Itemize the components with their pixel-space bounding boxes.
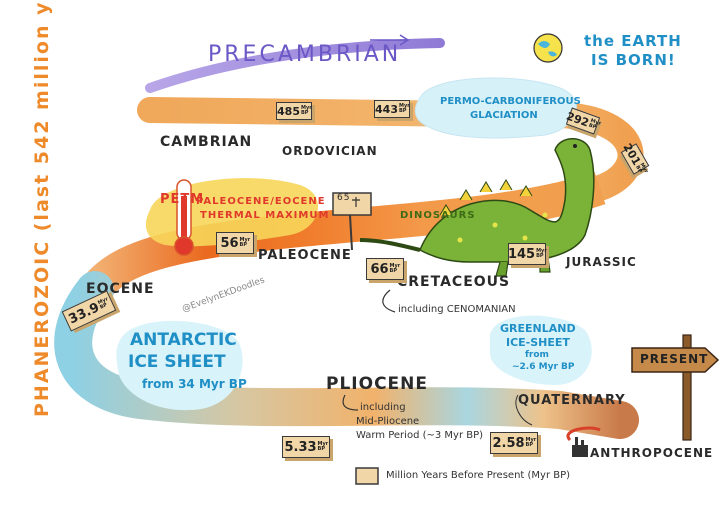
earth-illustration: [533, 33, 563, 63]
dinosaurs-label: DINOSAURS: [400, 210, 476, 221]
precambrian-band: [145, 38, 445, 93]
present-signpost: [631, 334, 720, 441]
precambrian-label: PRECAMBRIAN: [208, 42, 402, 67]
greenland-line2: ICE-SHEET: [506, 336, 570, 349]
factory-icon: [566, 426, 601, 457]
anthropocene-label: ANTHROPOCENE: [590, 446, 714, 460]
petm-line2: THERMAL MAXIMUM: [200, 210, 330, 221]
antarctic-line2: ICE SHEET: [128, 352, 226, 372]
earth-born-line1: the EARTH: [584, 32, 682, 50]
precambrian-arrow: [370, 34, 410, 46]
cretaceous-note: including CENOMANIAN: [398, 304, 516, 315]
pliocene-label: PLIOCENE: [326, 374, 428, 394]
paleocene-label: PALEOCENE: [258, 248, 352, 263]
legend-box-icon: [355, 467, 379, 485]
pliocene-note2: Mid-Pliocene: [356, 416, 420, 427]
legend-label: Million Years Before Present (Myr BP): [386, 470, 571, 481]
pliocene-arrow: [342, 394, 359, 411]
antarctic-line3: from 34 Myr BP: [142, 377, 247, 391]
present-sign-label: PRESENT: [640, 352, 709, 366]
sign-65-label: 65: [337, 193, 351, 203]
pliocene-note3: Warm Period (~3 Myr BP): [356, 430, 484, 441]
greenland-line4: ~2.6 Myr BP: [512, 362, 575, 372]
antarctic-blob: [116, 320, 243, 411]
phanerozoic-title: PHANEROZOIC (last 542 million years): [31, 0, 53, 417]
thermometer-icon: [174, 179, 194, 256]
glaciation-line2: GLACIATION: [470, 110, 538, 121]
greenland-line1: GREENLAND: [500, 322, 576, 335]
ordovician-label: ORDOVICIAN: [282, 144, 378, 158]
pliocene-note1: including: [360, 402, 406, 413]
greenland-line3: from: [525, 350, 549, 360]
jurassic-label: JURASSIC: [566, 255, 637, 269]
sign-65: [332, 192, 372, 251]
cretaceous-arrow: [382, 289, 396, 313]
glaciation-blob: [414, 77, 577, 139]
quaternary-label: QUATERNARY: [518, 393, 626, 408]
glaciation-line1: PERMO-CARBONIFEROUS: [440, 96, 581, 107]
petm-line1: PALEOCENE/EOCENE: [196, 196, 326, 207]
petm-title: PETM: [160, 192, 205, 207]
cambrian-label: CAMBRIAN: [160, 134, 253, 150]
quaternary-arrow: [515, 394, 533, 426]
cretaceous-label: CRETACEOUS: [397, 274, 511, 290]
earth-born-line2: IS BORN!: [591, 51, 676, 69]
greenland-blob: [490, 315, 592, 385]
antarctic-line1: ANTARCTIC: [130, 330, 237, 350]
